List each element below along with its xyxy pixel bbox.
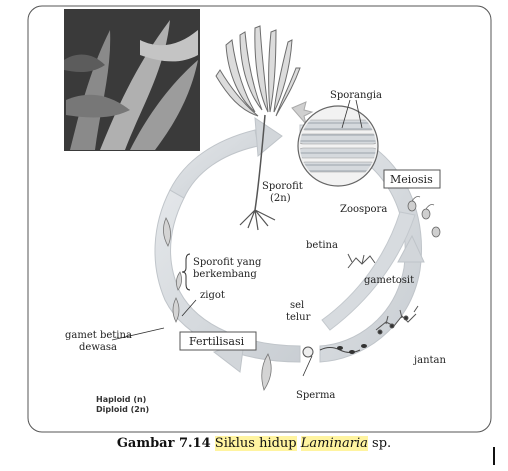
label-meiosis: Meiosis xyxy=(390,173,433,186)
label-sperma: Sperma xyxy=(296,390,335,401)
label-sporofit: Sporofit xyxy=(262,181,303,192)
meiosis-box xyxy=(383,169,441,189)
kelp-photo xyxy=(64,9,200,151)
fertilisasi-box xyxy=(179,331,257,351)
gametophytes xyxy=(347,253,419,335)
figure-caption: Gambar 7.14 Siklus hidup Laminaria sp. xyxy=(0,436,508,451)
label-zoospora: Zoospora xyxy=(340,204,387,215)
label-zigot: zigot xyxy=(200,290,225,301)
label-gamet-betina: gamet betina xyxy=(65,330,132,341)
text-cursor xyxy=(493,447,495,465)
label-sporofit-2n: (2n) xyxy=(270,193,291,204)
label-sporangia: Sporangia xyxy=(330,90,382,101)
label-dewasa: dewasa xyxy=(79,342,117,353)
legend-diploid: Diploid (2n) xyxy=(96,405,149,414)
gametes xyxy=(302,344,367,377)
label-sel: sel xyxy=(290,300,304,311)
label-sporofit-berkembang-2: berkembang xyxy=(193,269,257,280)
label-gametosit: gametosit xyxy=(364,275,414,286)
sporangia-circle xyxy=(297,99,379,187)
label-betina: betina xyxy=(306,240,338,251)
gametophyte-arrow xyxy=(321,211,416,331)
label-sporofit-berkembang-1: Sporofit yang xyxy=(193,257,262,268)
sporophyte-plant xyxy=(215,25,301,231)
caption-suffix: sp. xyxy=(372,436,392,451)
label-fertilisasi: Fertilisasi xyxy=(189,335,245,348)
young-sporophytes xyxy=(111,217,272,391)
bracket xyxy=(181,253,191,291)
label-jantan: jantan xyxy=(413,355,446,366)
legend-haploid: Haploid (n) xyxy=(96,395,146,404)
caption-main: Siklus hidup xyxy=(214,436,297,451)
caption-genus: Laminaria xyxy=(300,436,368,451)
label-telur: telur xyxy=(286,312,311,323)
caption-prefix: Gambar 7.14 xyxy=(116,436,211,451)
zoospores xyxy=(407,196,441,238)
